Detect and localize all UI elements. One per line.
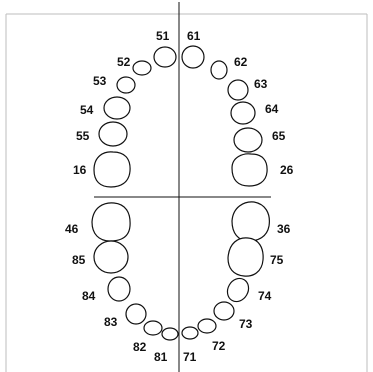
tooth-64[interactable] — [231, 102, 255, 124]
tooth-81[interactable] — [162, 328, 178, 340]
label-54: 54 — [80, 103, 94, 117]
tooth-71[interactable] — [182, 327, 198, 339]
tooth-54[interactable] — [104, 97, 130, 119]
tooth-53[interactable] — [117, 77, 135, 93]
label-61: 61 — [187, 29, 201, 43]
tooth-74[interactable] — [223, 275, 252, 306]
label-26: 26 — [280, 163, 294, 177]
tooth-61[interactable] — [182, 46, 204, 68]
label-36: 36 — [277, 222, 291, 236]
label-71: 71 — [183, 350, 197, 364]
tooth-82[interactable] — [144, 321, 162, 335]
tooth-16[interactable] — [94, 152, 130, 187]
label-62: 62 — [234, 55, 248, 69]
tooth-85[interactable] — [94, 241, 128, 273]
tooth-84[interactable] — [108, 277, 130, 301]
label-63: 63 — [254, 77, 268, 91]
tooth-75[interactable] — [228, 238, 263, 276]
tooth-65[interactable] — [234, 128, 262, 152]
tooth-63[interactable] — [228, 80, 248, 100]
label-55: 55 — [76, 129, 90, 143]
tooth-46[interactable] — [92, 203, 130, 241]
tooth-36[interactable] — [232, 202, 269, 241]
tooth-72[interactable] — [198, 319, 216, 333]
label-85: 85 — [72, 253, 86, 267]
label-83: 83 — [104, 315, 118, 329]
tooth-26[interactable] — [232, 154, 267, 186]
tooth-83[interactable] — [126, 304, 146, 324]
label-16: 16 — [73, 163, 87, 177]
tooth-55[interactable] — [99, 122, 127, 146]
label-84: 84 — [82, 289, 96, 303]
label-52: 52 — [117, 55, 131, 69]
label-53: 53 — [93, 74, 107, 88]
label-81: 81 — [154, 350, 168, 364]
label-74: 74 — [258, 289, 272, 303]
label-65: 65 — [272, 129, 286, 143]
tooth-51[interactable] — [154, 47, 176, 67]
label-51: 51 — [156, 29, 170, 43]
label-73: 73 — [239, 317, 253, 331]
label-46: 46 — [65, 222, 79, 236]
tooth-73[interactable] — [214, 302, 234, 320]
label-82: 82 — [133, 340, 147, 354]
tooth-52[interactable] — [133, 61, 151, 75]
label-72: 72 — [212, 339, 226, 353]
label-75: 75 — [270, 253, 284, 267]
label-64: 64 — [265, 102, 279, 116]
tooth-62[interactable] — [211, 61, 227, 79]
